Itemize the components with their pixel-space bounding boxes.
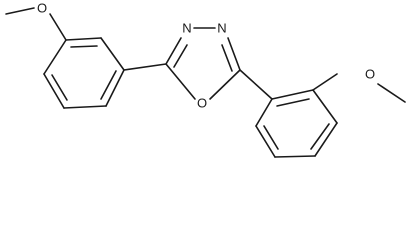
molecule-structure: O N N O O xyxy=(5,1,406,158)
bond-left-ring-5 xyxy=(43,73,65,109)
bond-c2-n3 xyxy=(165,37,182,65)
oxadiazole-ring xyxy=(165,27,241,100)
bond-left-ring-double-b xyxy=(100,70,117,100)
bond-right-ring-1 xyxy=(271,89,314,100)
bond-right-ring-double-c xyxy=(263,125,279,150)
bond-left-ring-2 xyxy=(100,37,125,71)
atom-o-methoxy-right: O xyxy=(365,67,375,82)
bond-right-ring-o xyxy=(312,73,338,91)
left-methoxy-group xyxy=(5,7,67,41)
left-benzene-ring xyxy=(43,37,125,109)
bond-right-ring-double-b xyxy=(310,123,330,150)
bond-left-ring-4 xyxy=(63,105,107,109)
bond-n4-c5 xyxy=(227,37,241,71)
bond-right-ring-5 xyxy=(255,125,276,158)
bond-right-ring-double-a xyxy=(276,98,310,107)
bond-c5-o1 xyxy=(209,69,241,100)
bond-n4-c5-double xyxy=(221,44,233,72)
bond-c2-n3-double xyxy=(173,44,188,68)
bond-right-o-methyl xyxy=(377,83,406,103)
bond-left-ring-3 xyxy=(105,69,125,107)
bond-right-ring-2 xyxy=(312,89,338,124)
bond-left-ring-to-oxadiazole xyxy=(123,63,167,71)
bond-o1-c2 xyxy=(165,63,196,100)
bond-right-ring-4 xyxy=(274,155,316,158)
bond-right-ring-6 xyxy=(255,98,273,127)
atom-n4: N xyxy=(217,21,226,36)
bond-left-methyl-o xyxy=(5,7,35,15)
right-methoxy-group xyxy=(312,73,406,103)
bond-left-o-ring xyxy=(49,13,67,41)
bond-left-ring-1 xyxy=(65,37,102,41)
bond-oxadiazole-to-right-ring xyxy=(239,69,273,100)
bond-right-ring-3 xyxy=(314,122,338,157)
bond-left-ring-double-c xyxy=(51,74,68,101)
right-benzene-ring xyxy=(255,89,338,158)
atom-o-methoxy-left: O xyxy=(37,1,47,16)
atom-n3: N xyxy=(182,21,191,36)
bond-left-ring-6 xyxy=(43,39,67,75)
atom-o1: O xyxy=(197,96,207,111)
bond-left-ring-double-a xyxy=(70,45,98,48)
